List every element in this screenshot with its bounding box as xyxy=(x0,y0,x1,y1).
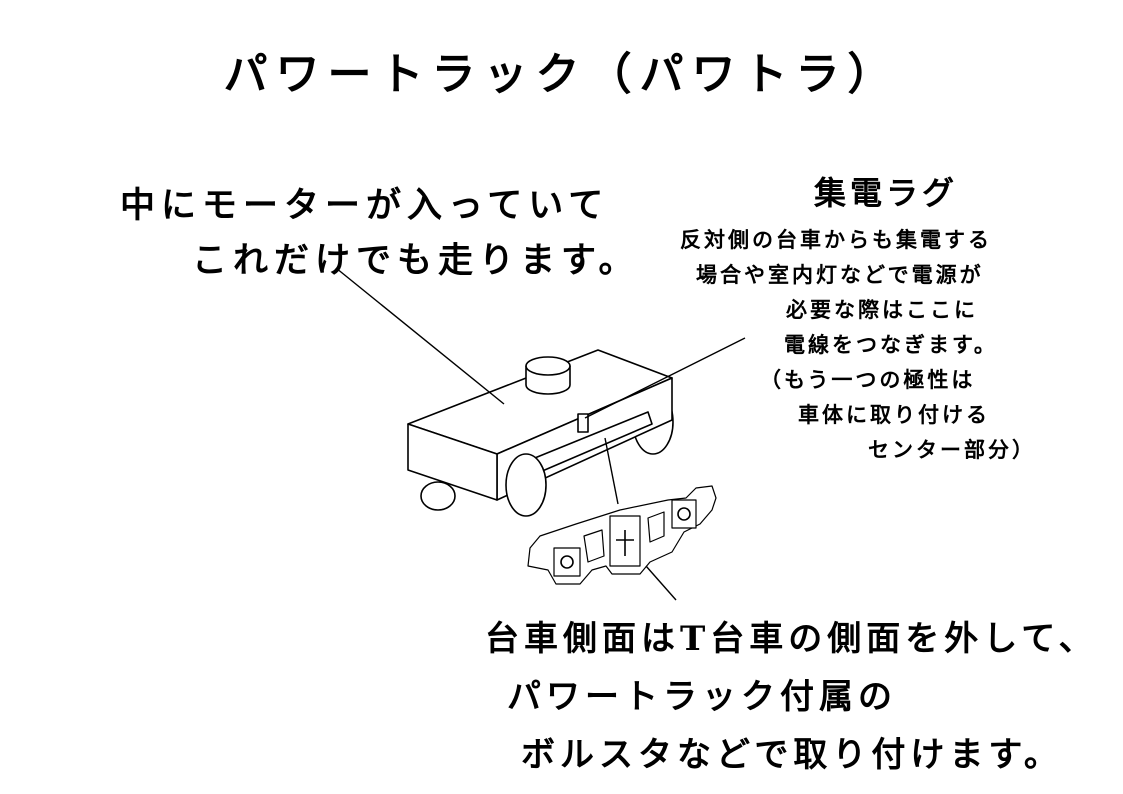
motor-leader-line xyxy=(335,267,505,405)
motor-note: 中にモーターが入っていて これだけでも走ります。 xyxy=(120,178,640,288)
bogie-window-2 xyxy=(647,511,665,543)
bogie-window-1 xyxy=(583,529,605,563)
bogie-note-line3: ボルスタなどで取り付けます。 xyxy=(521,735,1063,775)
diagram-title: パワートラック（パワトラ） xyxy=(223,49,900,100)
bogie-bolt-left xyxy=(560,555,574,569)
lug-note: 反対側の台車からも集電する 場合や室内灯などで電源が 必要な際はここに 電線をつ… xyxy=(680,222,1036,467)
bogie-note-line1: 台車側面はT台車の側面を外して、 xyxy=(485,619,1098,659)
lug-note-line4: 電線をつなぎます。 xyxy=(784,332,998,357)
motor-note-line1: 中にモーターが入っていて xyxy=(120,185,610,226)
bolster-leader-line xyxy=(604,437,619,505)
lug-note-line6: 車体に取り付ける xyxy=(798,402,990,427)
bogie-leader-line xyxy=(645,565,677,601)
bogie-note: 台車側面はT台車の側面を外して、 パワートラック付属の ボルスタなどで取り付けま… xyxy=(485,610,1098,784)
lug-note-line1: 反対側の台車からも集電する xyxy=(680,227,992,252)
lug-heading: 集電ラグ xyxy=(814,174,959,212)
motor-note-line2: これだけでも走ります。 xyxy=(192,240,640,281)
rear-wheel xyxy=(420,481,456,511)
bogie-axlebox-left xyxy=(553,547,581,577)
lug-note-line2: 場合や室内灯などで電源が xyxy=(696,262,984,287)
bogie-bolt-right xyxy=(677,507,691,521)
motor-block-front xyxy=(407,423,498,501)
motor-cap-top xyxy=(525,356,571,376)
bogie-axlebox-right xyxy=(671,499,697,529)
lug-note-line3: 必要な際はここに xyxy=(786,297,978,322)
lug-leader-line xyxy=(584,337,746,419)
collector-lug xyxy=(577,413,589,433)
bogie-note-line2: パワートラック付属の xyxy=(507,677,897,717)
lug-note-line5: （もう一つの極性は xyxy=(760,367,976,392)
front-wheel xyxy=(505,453,547,517)
lug-note-line7: センター部分） xyxy=(868,437,1036,462)
